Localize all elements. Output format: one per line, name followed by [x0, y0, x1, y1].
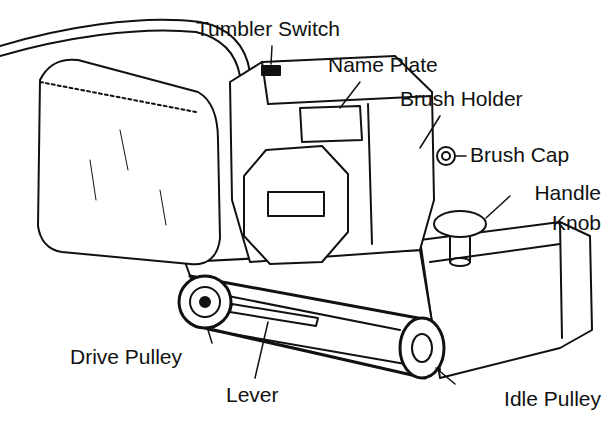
leader-line — [208, 330, 212, 343]
belt-inner-edge — [228, 296, 400, 330]
leader-line — [456, 155, 466, 157]
part-label: Brush Cap — [470, 140, 569, 170]
motor-end-cover — [244, 146, 348, 264]
lever — [230, 304, 318, 326]
part-label: Name Plate — [328, 50, 438, 80]
tumbler-switch — [262, 66, 280, 75]
drive-pulley-hub — [190, 287, 220, 317]
sanding-belt — [205, 328, 425, 378]
drive-pulley-axle — [200, 297, 210, 307]
part-label: Lever — [226, 380, 279, 410]
leader-line — [436, 368, 455, 384]
leader-line — [271, 46, 272, 64]
idle-pulley-hub — [412, 334, 432, 362]
dust-bag — [38, 60, 220, 265]
leader-line — [420, 116, 440, 148]
end-cover-slot — [268, 192, 324, 216]
handle-knob — [434, 211, 486, 237]
leader-line — [340, 82, 360, 108]
name-plate — [300, 106, 362, 142]
sander-base — [420, 222, 592, 378]
part-label: Brush Holder — [400, 84, 523, 114]
bag-seam — [40, 82, 196, 112]
part-label: Drive Pulley — [70, 342, 182, 372]
base-edge — [560, 222, 562, 338]
leader-line — [255, 322, 268, 378]
part-label: Tumbler Switch — [196, 14, 340, 44]
drive-pulley — [179, 276, 231, 328]
leader-line — [486, 196, 510, 218]
brush-holder — [442, 152, 450, 160]
housing-edge — [368, 104, 372, 244]
part-label: Idle Pulley — [504, 384, 601, 414]
brush-cap — [437, 147, 455, 165]
part-label: Handle Knob — [519, 178, 601, 239]
knob-base — [450, 258, 470, 266]
bag-shading — [90, 130, 166, 225]
